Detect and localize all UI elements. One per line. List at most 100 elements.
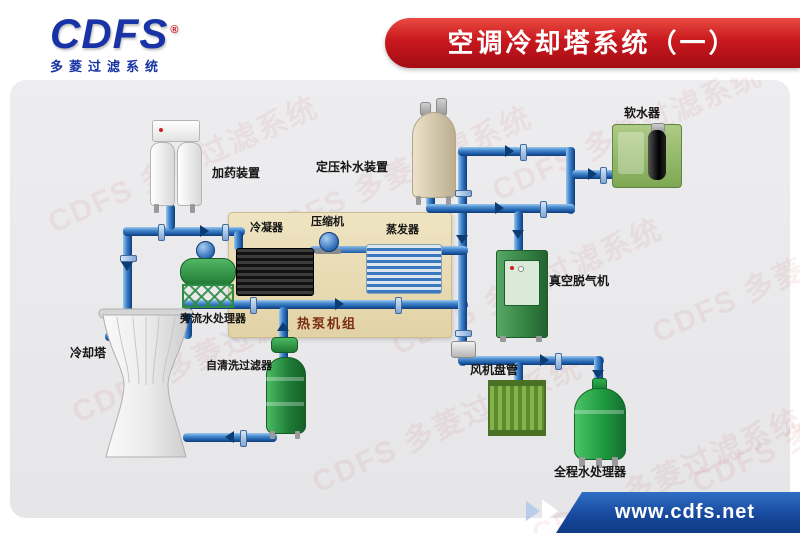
label-compressor: 压缩机: [311, 216, 344, 228]
equipment-leg: [596, 458, 602, 468]
equipment-leg: [612, 457, 618, 467]
flow-arrow-icon: [592, 370, 604, 379]
pipe-joint: [520, 144, 527, 161]
pipe-segment: [123, 227, 245, 236]
pipe-segment: [183, 300, 468, 309]
pipe-segment: [426, 204, 466, 213]
label-pressure-makeup-tank: 定压补水装置: [316, 160, 389, 174]
pressure-makeup-tank: [412, 112, 456, 198]
pipe-segment: [279, 307, 288, 360]
pipe-segment: [458, 204, 575, 213]
dosing-control-box: [152, 120, 200, 142]
flow-arrow-icon: [277, 322, 289, 331]
pipe-joint: [240, 430, 247, 447]
label-sidestream-processor: 旁流水处理器: [180, 313, 246, 325]
equipment-leg: [416, 196, 421, 205]
website-ribbon: www.cdfs.net: [556, 492, 800, 533]
pipe-joint: [540, 201, 547, 218]
label-full-process-processor: 全程水处理器: [554, 465, 627, 479]
vessel-band: [266, 377, 304, 381]
pipe-segment: [438, 246, 468, 255]
flow-arrow-icon: [121, 262, 133, 271]
dosing-tank: [177, 142, 202, 206]
indicator-dot: [159, 128, 163, 132]
brand-logo: CDFS® 多菱过滤系统: [50, 8, 179, 75]
water-softener: [612, 124, 682, 188]
pipe-segment: [514, 362, 523, 384]
flow-arrow-icon: [505, 145, 514, 157]
pipe-joint: [395, 297, 402, 314]
flow-arrow-icon: [181, 314, 193, 323]
chevron-icon: [526, 501, 540, 521]
label-self-cleaning-filter: 自清洗过滤器: [206, 360, 272, 372]
pipe-segment: [123, 227, 132, 341]
indicator-dot: [518, 266, 524, 272]
pipe-joint: [222, 224, 229, 241]
pipe-segment: [234, 231, 243, 251]
logo-text-row: CDFS®: [50, 8, 179, 56]
cooling-tower: [98, 308, 194, 458]
inline-fitting: [451, 341, 476, 358]
equipment-leg: [295, 431, 300, 439]
flow-arrow-icon: [512, 230, 524, 239]
full-process-processor-tank: [574, 388, 626, 460]
label-condenser: 冷凝器: [250, 222, 283, 234]
pipe-joint: [455, 190, 472, 197]
flow-arrow-icon: [456, 235, 468, 244]
pipe-joint: [250, 297, 257, 314]
pipe-segment: [566, 147, 575, 214]
flow-arrow-icon: [335, 298, 344, 310]
pipe-segment: [458, 356, 604, 365]
flow-arrow-icon: [225, 431, 234, 443]
dosing-tank: [150, 142, 175, 206]
title-banner: 空调冷却塔系统（一）: [385, 18, 800, 68]
label-water-softener: 软水器: [624, 106, 661, 120]
registered-mark-icon: ®: [170, 24, 180, 36]
pipe-segment: [426, 193, 435, 207]
equipment-leg: [270, 431, 275, 439]
logo-text: CDFS: [50, 10, 169, 57]
pipe-joint: [600, 167, 607, 184]
header: CDFS® 多菱过滤系统 空调冷却塔系统（一）: [0, 0, 800, 78]
pipe-joint: [158, 224, 165, 241]
chevron-icon: [542, 499, 558, 523]
filter-valve: [271, 337, 298, 353]
pipe-joint: [455, 330, 472, 337]
flow-arrow-icon: [540, 354, 549, 366]
label-evaporator: 蒸发器: [386, 224, 419, 236]
pipe-segment: [458, 147, 467, 366]
vessel-band: [574, 410, 624, 414]
equipment-leg: [579, 457, 585, 467]
evaporator-unit: [366, 244, 442, 294]
vessel-band: [266, 402, 304, 406]
compressor-pump: [319, 232, 339, 252]
equipment-leg: [190, 204, 195, 213]
logo-tagline: 多菱过滤系统: [50, 59, 165, 74]
equipment-leg: [500, 336, 506, 342]
equipment-leg: [446, 196, 451, 205]
website-url: www.cdfs.net: [614, 501, 756, 523]
label-cooling-tower: 冷却塔: [70, 346, 107, 360]
fan-coil-unit: [488, 380, 546, 436]
softener-resin-cylinder: [648, 130, 666, 180]
self-cleaning-filter-vessel: [266, 357, 306, 434]
sidestream-cylinder: [180, 258, 236, 286]
pipe-joint: [120, 255, 137, 262]
pipe-segment: [458, 147, 575, 156]
water-softener-panel: [618, 132, 644, 174]
pipe-joint: [555, 353, 562, 370]
flow-arrow-icon: [495, 202, 504, 214]
flow-arrow-icon: [200, 225, 209, 237]
equipment-leg: [154, 204, 159, 213]
equipment-leg: [536, 336, 542, 342]
label-dosing-device: 加药装置: [212, 166, 261, 180]
page-title: 空调冷却塔系统（一）: [447, 28, 738, 58]
label-fan-coil: 风机盘管: [470, 363, 519, 377]
pipe-segment: [166, 204, 175, 230]
label-heat-pump-unit: 热泵机组: [297, 316, 358, 331]
indicator-dot: [510, 266, 514, 270]
condenser-unit: [236, 248, 314, 296]
label-vacuum-degasser: 真空脱气机: [549, 274, 610, 288]
flow-arrow-icon: [588, 168, 597, 180]
